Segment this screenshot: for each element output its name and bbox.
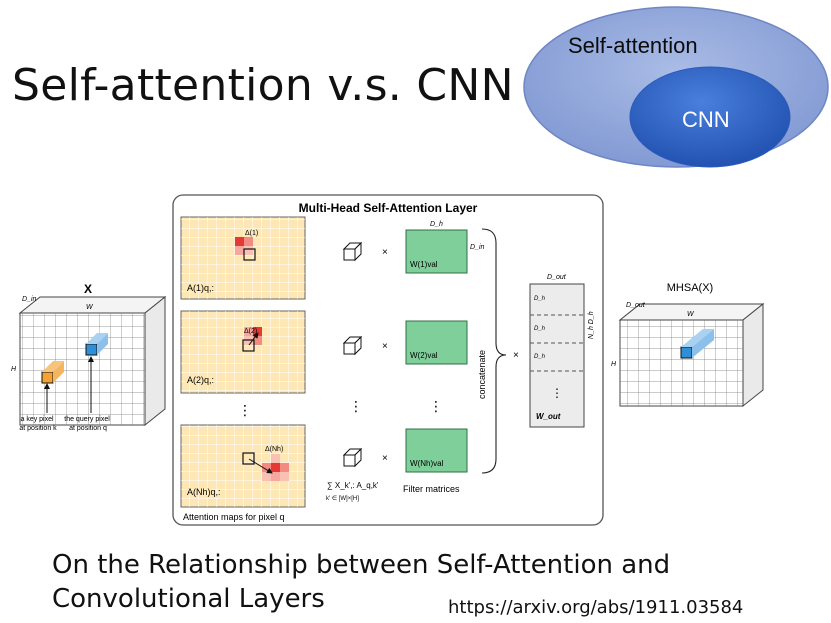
input-tensor: X D_in W H a key pixel at position k the… [11, 282, 167, 432]
svg-text:D_out: D_out [547, 274, 567, 281]
paper-link[interactable]: https://arxiv.org/abs/1911.03584 [448, 597, 744, 618]
filter-matrix-1: W(1)val [405, 229, 468, 274]
output-dim-depth: D_out [626, 302, 646, 309]
concat-brace [481, 228, 507, 474]
svg-text:D_h: D_h [534, 296, 546, 302]
output-dim-width: W [687, 311, 695, 318]
query-pixel-note: the query pixel at position q [64, 416, 111, 432]
output-dim-height: H [611, 361, 617, 368]
mhsa-figure: Multi-Head Self-Attention Layer X D_in W… [11, 194, 765, 526]
svg-text:W_out: W_out [536, 412, 561, 421]
svg-text:⋮: ⋮ [551, 386, 563, 400]
filter-caption: Filter matrices [403, 484, 460, 494]
attention-map-2: Δ(2) A(2)q,: [180, 310, 306, 394]
svg-text:W(1)val: W(1)val [410, 260, 438, 269]
caption-line-1: On the Relationship between Self-Attenti… [52, 550, 671, 580]
svg-text:D_h: D_h [534, 354, 546, 360]
sum-expression: ∑ X_k',: A_q,k' [327, 481, 379, 490]
output-tensor: MHSA(X) D_out W H [611, 282, 765, 408]
filter-dim-top: D_h [430, 221, 443, 228]
times-sign-3: × [382, 453, 388, 464]
vdots-values: ⋮ [349, 398, 363, 414]
layer-title: Multi-Head Self-Attention Layer [299, 201, 478, 215]
cnn-label: CNN [682, 107, 730, 132]
paper-title-caption: On the Relationship between Self-Attenti… [52, 548, 670, 616]
svg-text:Δ(Nh): Δ(Nh) [265, 446, 283, 453]
input-label: X [84, 282, 92, 296]
filter-dim-side: D_in [470, 244, 485, 251]
input-dim-depth: D_in [22, 296, 37, 303]
output-projection: D_h D_h D_h ⋮ W_out D_out N_h D_h [529, 274, 595, 428]
attention-map-1: Δ(1) A(1)q,: [180, 216, 306, 300]
attention-map-3-label: A(Nh)q,: [187, 487, 221, 497]
attention-map-3: Δ(Nh) A(Nh)q,: [180, 424, 306, 508]
vdots-filters: ⋮ [429, 398, 443, 414]
key-pixel-note: a key pixel at position k [19, 416, 57, 432]
times-sign-4: × [513, 350, 519, 361]
output-pixel [680, 346, 693, 359]
sum-subscript: k' ∈ [W]×[H] [326, 495, 359, 502]
svg-text:Δ(2): Δ(2) [244, 328, 257, 335]
query-pixel [85, 343, 98, 356]
attention-caption: Attention maps for pixel q [183, 512, 285, 522]
input-dim-height: H [11, 366, 17, 373]
slide-title: Self-attention v.s. CNN [12, 60, 514, 111]
attention-map-2-label: A(2)q,: [187, 375, 214, 385]
key-pixel [41, 371, 54, 384]
svg-text:W(2)val: W(2)val [410, 351, 438, 360]
svg-text:N_h D_h: N_h D_h [588, 311, 595, 339]
svg-text:W(Nh)val: W(Nh)val [410, 459, 444, 468]
value-vectors [342, 241, 363, 468]
cnn-ellipse [629, 66, 791, 168]
input-dim-width: W [86, 304, 94, 311]
filter-matrix-3: W(Nh)val [405, 428, 468, 473]
self-attention-label: Self-attention [568, 33, 698, 58]
filter-matrix-2: W(2)val [405, 320, 468, 365]
svg-text:Δ(1): Δ(1) [245, 230, 258, 237]
times-sign-2: × [382, 341, 388, 352]
attention-map-1-label: A(1)q,: [187, 283, 214, 293]
venn-diagram: Self-attention CNN [523, 6, 829, 168]
vdots-maps: ⋮ [238, 402, 252, 418]
svg-text:D_h: D_h [534, 326, 546, 332]
times-sign-1: × [382, 247, 388, 258]
output-label: MHSA(X) [667, 282, 713, 294]
caption-line-2: Convolutional Layers [52, 584, 325, 614]
concat-label: concatenate [477, 350, 487, 399]
